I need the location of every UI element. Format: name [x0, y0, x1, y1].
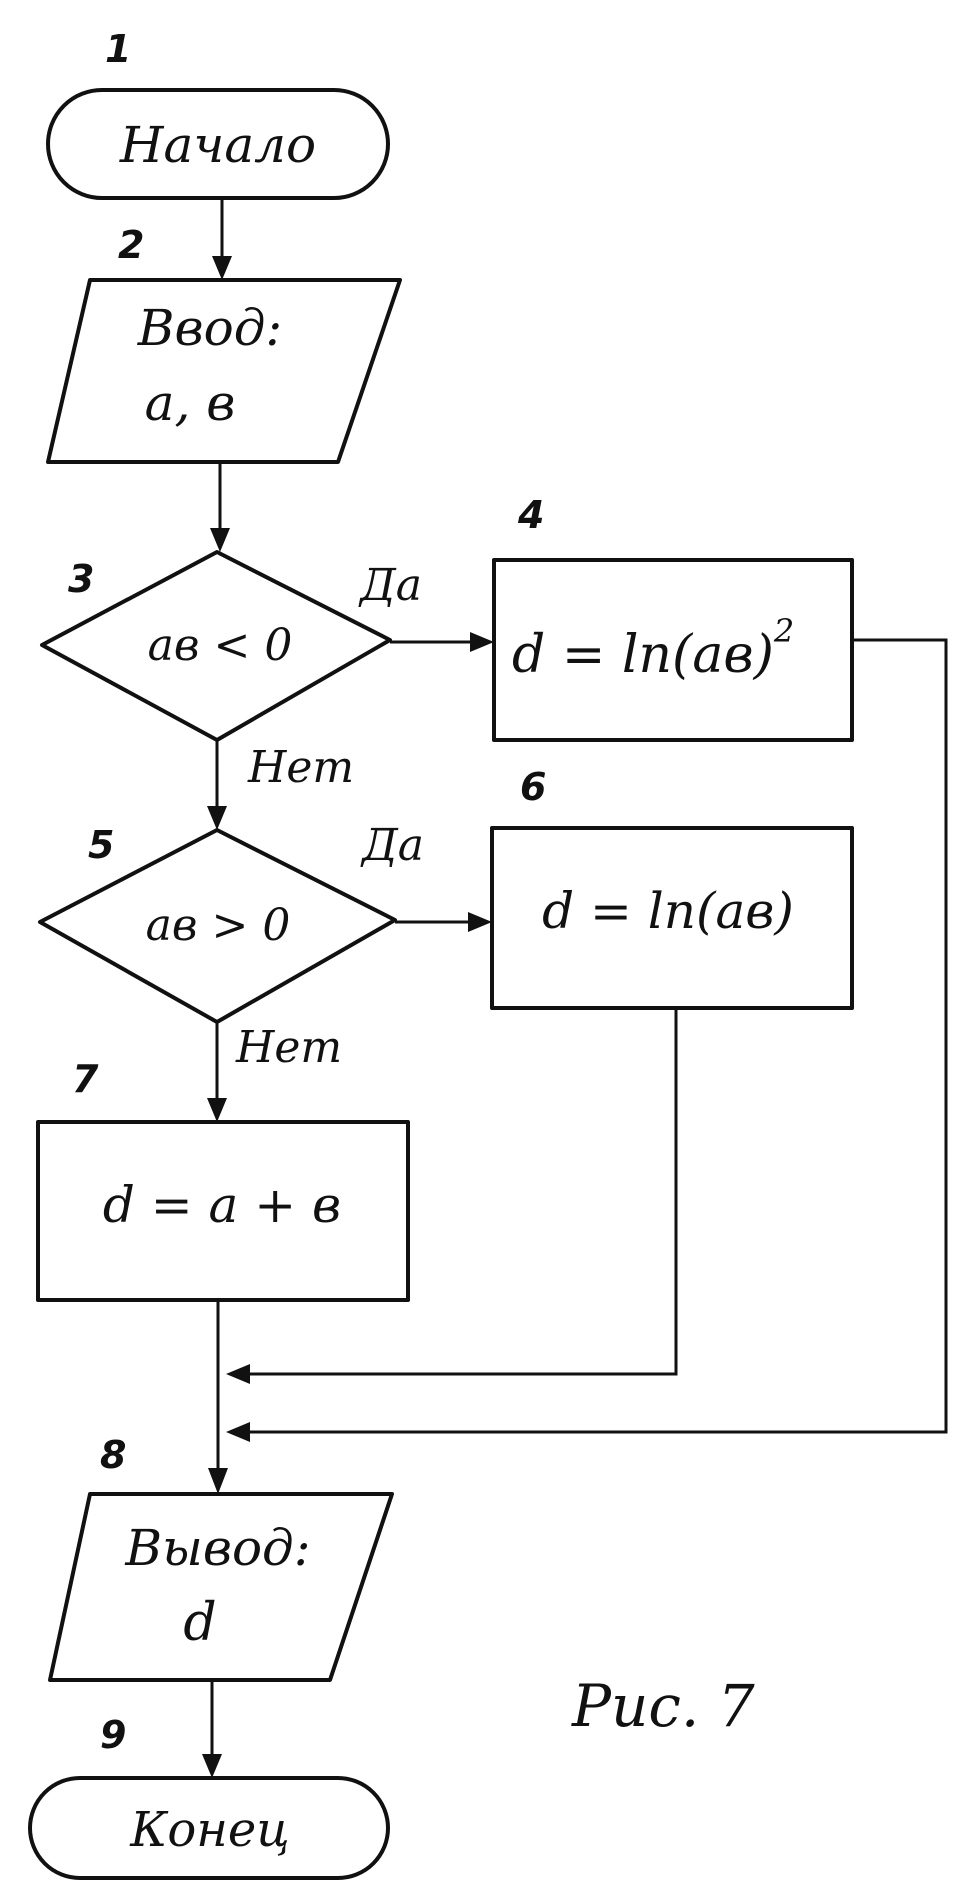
- decision-3-condition: aв < 0: [148, 620, 293, 671]
- connector-4-merge: [246, 638, 948, 1434]
- branch-5-no-label: Нет: [235, 1022, 342, 1073]
- arrowhead-4-merge: [226, 1422, 250, 1442]
- process-4-exponent: 2: [773, 612, 794, 650]
- figure-caption: Рис. 7: [571, 1672, 755, 1740]
- block-6-number: 6: [520, 765, 546, 809]
- process-4-formula: d = ln(aв)2: [512, 612, 794, 685]
- end-label: Конец: [129, 1802, 290, 1858]
- arrowhead-7-8: [208, 1468, 228, 1494]
- process-6-formula: d = ln(aв): [542, 882, 794, 940]
- arrowhead-2-3: [210, 528, 230, 552]
- output-var: d: [183, 1593, 216, 1653]
- arrowhead-3-5: [207, 806, 227, 830]
- process-ln-squared: [492, 558, 854, 742]
- connector-6-merge: [246, 1008, 678, 1376]
- decision-5-condition: aв > 0: [146, 900, 291, 951]
- block-2-number: 2: [118, 223, 144, 267]
- arrowhead-3-4: [470, 632, 494, 652]
- process-7-formula: d = a + в: [103, 1176, 341, 1234]
- output-parallelogram: [48, 1492, 394, 1682]
- input-title: Ввод:: [137, 299, 282, 357]
- arrowhead-6-merge: [226, 1364, 250, 1384]
- branch-5-yes-label: Да: [360, 820, 424, 871]
- process-sum: [36, 1120, 410, 1302]
- arrowhead-5-6: [468, 912, 492, 932]
- process-ln: [490, 826, 854, 1010]
- input-parallelogram: [46, 278, 402, 464]
- block-7-number: 7: [72, 1057, 99, 1101]
- process-4-formula-main: d = ln(aв): [512, 625, 774, 685]
- block-9-number: 9: [100, 1713, 126, 1757]
- block-1-number: 1: [105, 27, 131, 71]
- output-title: Вывод:: [124, 1519, 310, 1577]
- start-label: Начало: [119, 116, 316, 174]
- branch-3-yes-label: Да: [358, 560, 422, 611]
- block-4-number: 4: [517, 493, 544, 537]
- branch-3-no-label: Нет: [247, 742, 354, 793]
- arrowhead-8-9: [202, 1754, 222, 1778]
- block-5-number: 5: [88, 823, 114, 867]
- arrowhead-1-2: [212, 256, 232, 280]
- arrowhead-5-7: [207, 1098, 227, 1122]
- block-8-number: 8: [100, 1433, 126, 1477]
- end-terminator: [28, 1776, 390, 1880]
- block-3-number: 3: [68, 557, 94, 601]
- start-terminator: [46, 88, 390, 200]
- input-vars: a, в: [145, 374, 236, 432]
